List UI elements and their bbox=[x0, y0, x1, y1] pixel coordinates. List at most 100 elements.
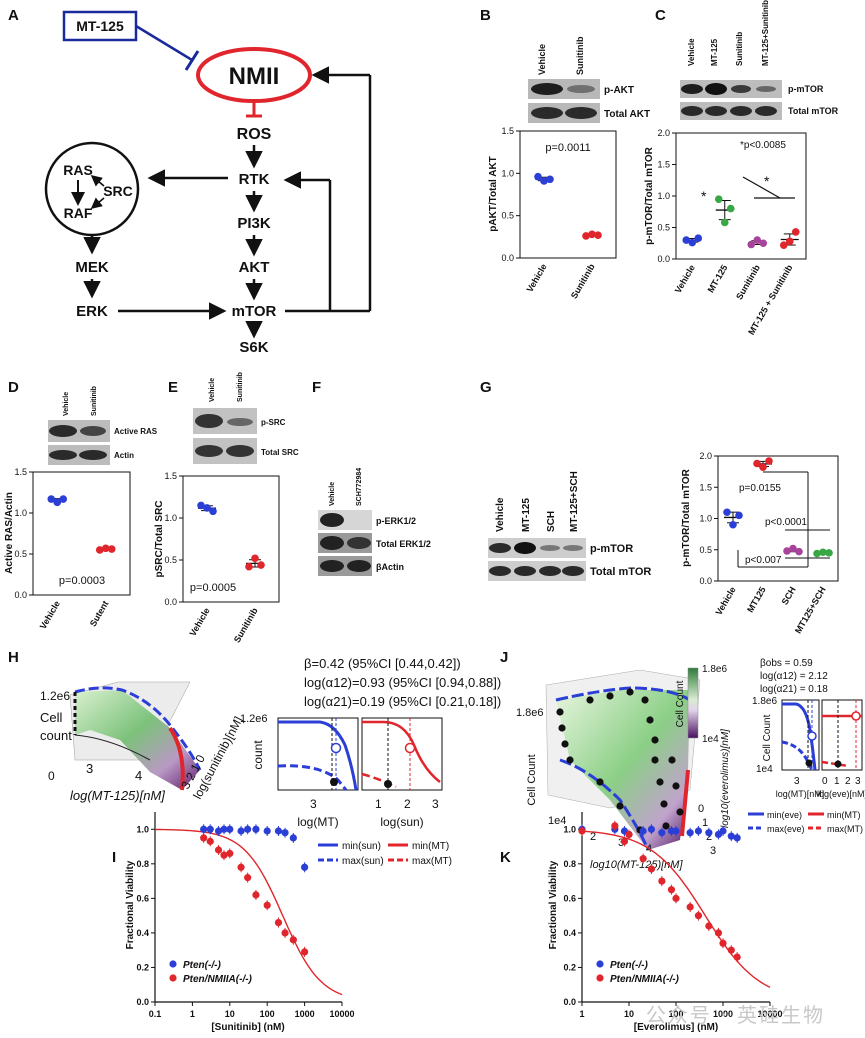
data-point bbox=[682, 236, 691, 244]
blot-b: Vehicle Sunitinib p-AKT Total AKT bbox=[528, 36, 650, 123]
rtk-label: RTK bbox=[239, 171, 270, 188]
h-c-x2-0: 1 bbox=[375, 797, 382, 811]
blot-d-band-0: Active RAS bbox=[114, 427, 158, 436]
j-c-x2-3: 3 bbox=[855, 776, 861, 787]
raf-label: RAF bbox=[64, 205, 93, 221]
data-point bbox=[735, 511, 743, 520]
scatter-c-pval: *p<0.0085 bbox=[740, 140, 786, 151]
dose-k-xtick: 10000 bbox=[757, 1009, 782, 1019]
scatter-g-ytick: 1.5 bbox=[699, 482, 712, 492]
dose-k-point bbox=[733, 834, 741, 842]
j-yt-0: 0 bbox=[698, 803, 704, 815]
h-zlabel-2: count bbox=[40, 728, 72, 743]
dose-i-point bbox=[200, 825, 208, 833]
j-legend-2: max(eve) bbox=[767, 824, 805, 834]
blot-g-lane-1: MT-125 bbox=[521, 498, 532, 532]
dose-i-point bbox=[237, 863, 245, 871]
dose-i-xtick: 10 bbox=[225, 1009, 235, 1019]
panel-j: 1.8e6 Cell Count 1e4 2 3 4 log10(MT-125)… bbox=[516, 658, 865, 871]
j-c-x2-0: 0 bbox=[822, 776, 828, 787]
data-point bbox=[209, 507, 217, 516]
scatter-g-xcat: SCH bbox=[780, 585, 798, 606]
h-a12: log(α12)=0.93 (95%CI [0.94,0.88]) bbox=[304, 675, 501, 690]
dose-k-point bbox=[727, 832, 735, 840]
dose-k-point bbox=[672, 894, 680, 902]
blot-f-band-0: p-ERK1/2 bbox=[376, 516, 416, 526]
scatter-b-ylabel: pAKT/Total AKT bbox=[488, 156, 499, 232]
dose-i-fit-curve bbox=[155, 828, 343, 996]
dose-k-point bbox=[658, 877, 666, 885]
scatter-g: p-mTOR/Total mTOR p=0.0155 p<0.0001 p<0.… bbox=[681, 451, 839, 635]
dose-k-point bbox=[667, 886, 676, 894]
data-point bbox=[203, 504, 211, 512]
blot-e-lane-1: Sunitinib bbox=[237, 372, 244, 402]
scatter-d-pval: p=0.0003 bbox=[59, 575, 105, 587]
data-point bbox=[107, 545, 116, 553]
dose-i-point bbox=[206, 825, 214, 833]
scatter-g-ytick: 1.0 bbox=[699, 514, 712, 524]
blot-c: Vehicle MT-125 Sunitinib MT-125+Sunitini… bbox=[680, 0, 839, 120]
scatter-c-star2: * bbox=[764, 173, 770, 189]
dose-i-legend-label: Pten/NMIIA(-/-) bbox=[183, 974, 253, 985]
dose-k-ytick: 0.8 bbox=[563, 859, 576, 869]
watermark: 公众号 · 英硅生物 bbox=[645, 1003, 825, 1027]
dose-k-point bbox=[719, 827, 727, 835]
scatter-e-ytick: 0.0 bbox=[164, 597, 177, 607]
panel-label-b: B bbox=[480, 7, 491, 24]
data-point bbox=[726, 204, 735, 213]
mtor-label: mTOR bbox=[232, 303, 277, 320]
scatter-g-p3: p<0.007 bbox=[745, 555, 782, 566]
blot-d-lane-0: Vehicle bbox=[63, 392, 70, 416]
ros-label: ROS bbox=[237, 126, 272, 143]
dose-k-legend-marker bbox=[596, 974, 604, 982]
dose-k-ytick: 0.6 bbox=[563, 893, 576, 903]
dose-i-legend-label: Pten(-/-) bbox=[183, 960, 221, 971]
h-c-x2-2: 3 bbox=[432, 797, 439, 811]
j-xt-1: 3 bbox=[618, 837, 624, 849]
h-c-x2-1: 2 bbox=[404, 797, 411, 811]
scatter-b-ytick: 1.5 bbox=[501, 126, 514, 136]
dose-i-ylabel: Fractional Viability bbox=[125, 860, 136, 949]
dose-i-point bbox=[274, 827, 283, 835]
h-ztop: 1.2e6 bbox=[40, 689, 70, 703]
scatter-b-xcat: Sunitinib bbox=[569, 262, 597, 301]
scatter-c-ytick: 0.0 bbox=[657, 254, 670, 264]
dose-k-xtick: 100 bbox=[668, 1009, 683, 1019]
scatter-b-ytick: 0.5 bbox=[501, 211, 514, 221]
panel-label-a: A bbox=[8, 7, 19, 24]
data-point bbox=[245, 562, 253, 571]
h-c-ytop: 1.2e6 bbox=[240, 713, 268, 725]
dose-i-point bbox=[289, 834, 297, 842]
scatter-c-ytick: 1.5 bbox=[657, 160, 670, 170]
dose-k-point bbox=[714, 929, 723, 937]
panel-label-d: D bbox=[8, 379, 19, 396]
scatter-d: Active RAS/Actin p=0.0003 0.00.51.01.5Ve… bbox=[4, 467, 131, 631]
blot-b-band-0: p-AKT bbox=[604, 85, 634, 96]
dose-i-point bbox=[237, 827, 245, 835]
j-yt-3: 3 bbox=[710, 845, 716, 857]
scatter-c-xcat: Sunitinib bbox=[734, 263, 762, 302]
j-c-x1: 3 bbox=[794, 776, 800, 787]
panel-label-g: G bbox=[480, 379, 492, 396]
data-point bbox=[753, 236, 762, 244]
scatter-c-ytick: 2.0 bbox=[657, 128, 670, 138]
scatter-c-xcat: MT-125 bbox=[706, 263, 730, 294]
panel-label-c: C bbox=[655, 7, 666, 24]
dose-i-ytick: 0.0 bbox=[136, 997, 149, 1007]
data-point bbox=[688, 238, 697, 247]
j-zlabel: Cell Count bbox=[526, 754, 538, 805]
data-point bbox=[779, 241, 788, 249]
j-c-ybot: 1e4 bbox=[756, 764, 773, 775]
data-point bbox=[791, 228, 800, 236]
h-xlabel: log(MT-125)[nM] bbox=[70, 788, 165, 803]
scatter-g-xcat: MT125+SCH bbox=[793, 585, 828, 635]
scatter-e-ytick: 1.5 bbox=[164, 471, 177, 481]
dose-i-point bbox=[289, 936, 297, 944]
data-point bbox=[723, 508, 731, 517]
dose-k-legend-label: Pten/NMIIA(-/-) bbox=[610, 974, 680, 985]
akt-label: AKT bbox=[239, 259, 270, 276]
j-ztop: 1.8e6 bbox=[516, 707, 544, 719]
scatter-b-ytick: 0.0 bbox=[501, 253, 514, 263]
scatter-c-ytick: 1.0 bbox=[657, 191, 670, 201]
j-c-xlabel1: log(MT)[nM] bbox=[776, 789, 825, 799]
